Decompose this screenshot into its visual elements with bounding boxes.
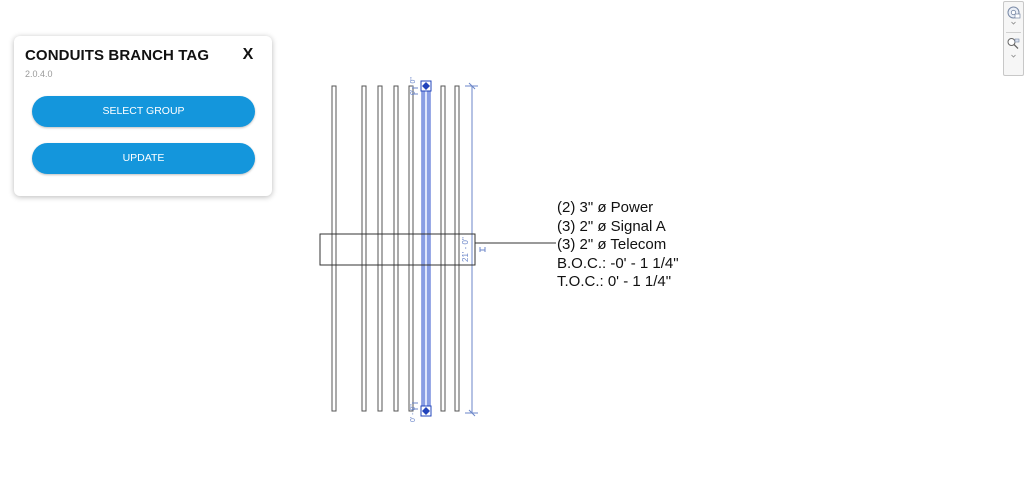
top-offset-label: 0' - 0" [410,77,417,95]
conduit[interactable] [454,85,460,412]
bottom-offset-label: 0' - 0" [410,404,417,422]
selected-conduit[interactable] [420,80,432,417]
leader-tick [479,247,486,252]
conduit[interactable] [440,85,446,412]
zoom-icon[interactable] [1006,36,1021,60]
close-button[interactable]: X [242,46,254,63]
steering-wheel-icon[interactable] [1006,5,1021,27]
length-dimension [465,82,478,417]
update-button[interactable]: UPDATE [32,143,255,174]
tag-line-boc: B.O.C.: -0' - 1 1/4" [557,254,679,272]
offset-markers [412,87,418,410]
tag-line-toc: T.O.C.: 0' - 1 1/4" [557,273,672,290]
conduit-branch-tag[interactable]: (2) 3" ø Power (3) 2" ø Signal A (3) 2" … [557,199,679,292]
version-label: 2.0.4.0 [25,69,53,79]
select-group-button[interactable]: SELECT GROUP [32,96,255,127]
conduit-group [331,85,460,412]
navigation-bar [1003,1,1024,76]
conduits-branch-tag-panel: CONDUITS BRANCH TAG X 2.0.4.0 SELECT GRO… [14,36,272,196]
tag-line-telecom: (3) 2" ø Telecom [557,236,667,253]
tag-line-signal: (3) 2" ø Signal A [557,217,666,235]
tag-line-power: (2) 3" ø Power [557,199,654,216]
conduit[interactable] [377,85,383,412]
conduit[interactable] [393,85,399,412]
conduit[interactable] [331,85,337,412]
conduit[interactable] [361,85,367,412]
panel-title: CONDUITS BRANCH TAG [25,47,210,64]
length-dimension-label: 21' - 0" [461,237,470,262]
tag-section-box[interactable] [319,233,476,266]
nav-separator [1006,32,1021,33]
conduit[interactable] [408,85,414,412]
